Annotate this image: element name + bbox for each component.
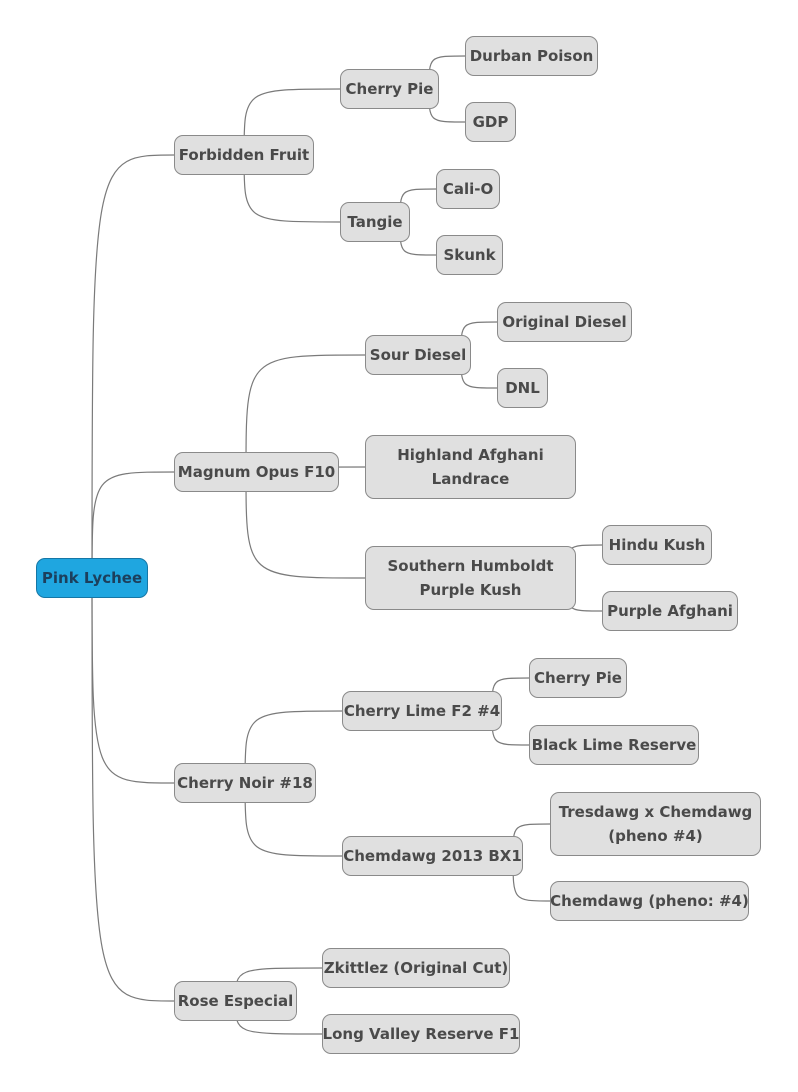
- leaf-node[interactable]: Skunk: [436, 235, 503, 275]
- child-node[interactable]: Chemdawg 2013 BX1: [342, 836, 523, 876]
- leaf-node[interactable]: Cali-O: [436, 169, 500, 209]
- leaf-node[interactable]: Tresdawg x Chemdawg (pheno #4): [550, 792, 761, 856]
- leaf-node[interactable]: DNL: [497, 368, 548, 408]
- child-node[interactable]: Cherry Pie: [340, 69, 439, 109]
- branch-to-child-connector: [245, 354, 366, 473]
- branch-node[interactable]: Magnum Opus F10: [174, 452, 339, 492]
- branch-to-child-connector: [243, 88, 341, 156]
- child-node[interactable]: Southern Humboldt Purple Kush: [365, 546, 576, 610]
- leaf-node[interactable]: Original Diesel: [497, 302, 632, 342]
- leaf-node[interactable]: Purple Afghani: [602, 591, 738, 631]
- branch-node[interactable]: Cherry Noir #18: [174, 763, 316, 803]
- branch-to-child-connector: [245, 471, 366, 579]
- branch-node[interactable]: Forbidden Fruit: [174, 135, 314, 175]
- child-node[interactable]: Tangie: [340, 202, 410, 242]
- child-node[interactable]: Cherry Lime F2 #4: [342, 691, 502, 731]
- leaf-node[interactable]: Chemdawg (pheno: #4): [550, 881, 749, 921]
- root-to-branch-connector: [91, 471, 175, 579]
- leaf-node[interactable]: GDP: [465, 102, 516, 142]
- root-to-branch-connector: [91, 154, 175, 579]
- root-to-branch-connector: [91, 577, 175, 1002]
- root-node[interactable]: Pink Lychee: [36, 558, 148, 598]
- root-to-branch-connector: [91, 577, 175, 784]
- leaf-node[interactable]: Cherry Pie: [529, 658, 627, 698]
- child-node[interactable]: Sour Diesel: [365, 335, 471, 375]
- branch-to-child-connector: [243, 154, 341, 223]
- child-node[interactable]: Long Valley Reserve F1: [322, 1014, 520, 1054]
- child-node[interactable]: Zkittlez (Original Cut): [322, 948, 510, 988]
- branch-node[interactable]: Rose Especial: [174, 981, 297, 1021]
- leaf-node[interactable]: Hindu Kush: [602, 525, 712, 565]
- branch-to-child-connector: [244, 710, 343, 784]
- child-node[interactable]: Highland Afghani Landrace: [365, 435, 576, 499]
- leaf-node[interactable]: Black Lime Reserve: [529, 725, 699, 765]
- leaf-node[interactable]: Durban Poison: [465, 36, 598, 76]
- branch-to-child-connector: [244, 782, 343, 857]
